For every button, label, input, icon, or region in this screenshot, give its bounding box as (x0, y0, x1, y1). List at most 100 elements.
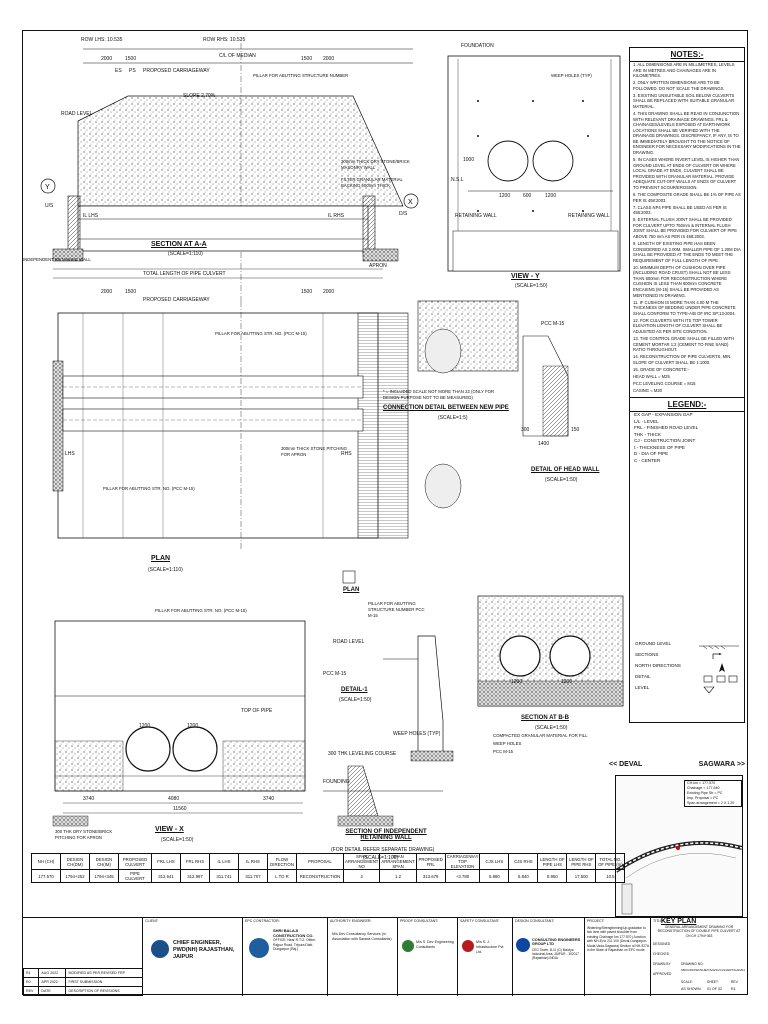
approved-label: APPROVED (653, 972, 672, 976)
revision-header-cell: DATE (38, 986, 67, 996)
legend-item: EX GAP - EXPANSION GAP (634, 412, 693, 418)
epc-label: EPC CONTRACTOR: (245, 919, 280, 923)
plan-bed: 300mm THICK STONE PITCHING FOR APRON (281, 446, 347, 457)
plan-dim-ps-right: 1500 (301, 289, 313, 295)
dim-es-right: 2000 (323, 56, 335, 62)
detail1-pillar: PILLAR FOR ABUTTING STRUCTURE NUMBER PCC… (368, 601, 425, 618)
plan-dim-carriageway: PROPOSED CARRIAGEWAY (143, 297, 210, 303)
note-item: 5. IN CASES WHERE INVERT LEVEL IS HIGHER… (633, 157, 740, 191)
symbol-detail: DETAIL (629, 674, 745, 685)
table-cell: 312.641 (151, 869, 181, 883)
designed-label: DESIGNED (653, 942, 671, 946)
note-item: 3. EXISTING UNSUITABLE SOIL BELOW CULVER… (633, 92, 735, 109)
dry-stone-label: 300mm THICK DRY STONE/BRICK MASONRY WALL (341, 159, 410, 170)
note-item: 2. ONLY WRITTEN DIMENSIONS ARE TO BE FOL… (633, 80, 725, 91)
view-x (52, 620, 306, 827)
table-cell: 5.880 (479, 869, 510, 883)
epc-office: OFFICE: Near R.T.O. Office, Rajpur Road,… (273, 938, 316, 951)
proof-name: M/s S. Dev Engineering Consultants (416, 940, 454, 949)
table-cell: 17.500 (566, 869, 597, 883)
detail1-founding: FOUNDING (323, 779, 350, 785)
revision-cell: MODIFIED AS PER REVISED FRP (65, 968, 143, 978)
table-header-cell: SPAN ARRANGEMENT NO (342, 853, 381, 870)
note-item: 12. FOR CULVERTS WITH ITS TOP TOWER ELEV… (633, 317, 723, 335)
table-header-cell: TOTAL NO. OF PIPE (m) (595, 853, 626, 870)
connection-detail (417, 300, 569, 509)
slope-label: SLOPE 2.70% (183, 93, 216, 99)
notes-list: 1. ALL DIMENSIONS ARE IN MILLIMETRES, LE… (630, 62, 744, 393)
note-item: 1. ALL DIMENSIONS ARE IN MILLIMETRES, LE… (633, 62, 735, 79)
authority-block: AUTHORITY ENGINEER: M/s Dev Consultancy … (328, 918, 398, 996)
keyplan-info-row: Imp. Proposal = PC (687, 796, 719, 800)
symbol-label: SECTIONS (635, 652, 659, 657)
plan-caption: PLAN (151, 555, 171, 562)
table-cell: 1794+252 (60, 869, 90, 883)
project-text: Widening/Strengthening/Up-gradation to t… (587, 926, 649, 953)
client-name: CHIEF ENGINEER, PWD(NH) RAJASTHAN, JAIPU… (173, 940, 235, 960)
dim-es-left: 2000 (101, 56, 113, 62)
revision-header-cell: DESCRIPTION OF REVISIONS (65, 986, 143, 996)
filter-label: FILTER GRANULAR MATERIAL BACKING 500mm T… (341, 177, 403, 188)
note-item: 15. GRADE OF CONCRETE:- (633, 366, 690, 372)
design-block: DESIGN CONSULTANT: CONSULTING ENGINEERS … (513, 918, 585, 996)
symbols-panel: GROUND LEVEL SECTIONS NORTH DIRECTIONS D… (629, 641, 745, 696)
section-bb-caption: SECTION AT B-B (521, 715, 569, 721)
drawing-title: GENERAL ARRANGEMENT DRAWING FOR RECONSTR… (657, 925, 741, 938)
head-wall-pcc: PCC M-15 (541, 321, 565, 327)
drawing-no: SBCC/DD/SK/NH927A/2211/CULVERT/GAD/01 (681, 968, 745, 972)
authority-label: AUTHORITY ENGINEER: (330, 919, 372, 923)
table-cell: 5.840 (508, 869, 539, 883)
rev-value: R1 (731, 987, 736, 991)
section-aa: Y X (40, 43, 419, 301)
detail1-scale: (SCALE=1:50) (339, 697, 372, 703)
connection-note: * = INCLUDED SCALE NOT MORE THAN 22 (ONL… (383, 389, 495, 400)
view-x-caption: VIEW - X (155, 826, 184, 833)
sbcc-logo-icon (249, 938, 269, 958)
table-header-cell: PROPOSED CULVERT (118, 853, 152, 870)
svg-text:X: X (408, 199, 413, 206)
table-cell: 2 (342, 869, 381, 883)
ds-label: D/S (399, 211, 408, 217)
note-item: HEAD WALL = M25 (633, 373, 670, 379)
plan-pillar-2: PILLAR FOR ABUTTING STR. NO. (PCC M-15) (103, 486, 195, 491)
table-header-cell: NH (CH) (31, 853, 61, 870)
section-bb-dia2: 1200 (561, 679, 573, 685)
plan-scale: (SCALE=1:110) (148, 567, 183, 573)
dim-ps-left: 1500 (125, 56, 137, 62)
keyplan-info-row: Existing Pipe Str = PC (687, 791, 723, 795)
plan-dim-es: 2000 (101, 289, 113, 295)
table-cell: 311.707 (238, 869, 268, 883)
section-bb-compact: COMPACTED GRANULAR MATERIAL FOR FILL (493, 733, 588, 738)
section-independent-wall (323, 765, 443, 827)
row-left-label: ROW LHS: 10.535 (81, 37, 123, 43)
connection-scale: (SCALE=1:5) (438, 415, 468, 421)
detail1-weep: WEEP HOLES (TYP) (393, 731, 441, 737)
note-item: 11. IF CUSHION IS MORE THAN 4.00 M THE T… (633, 299, 736, 316)
design-name: CONSULTING ENGINEERS GROUP LTD (532, 938, 581, 946)
revision-cell: APR 2022 (38, 977, 67, 987)
keyplan-title: KEY PLAN (661, 918, 697, 925)
drawing-no-label: DRAWING NO. (681, 962, 704, 966)
revision-cell: R0 (22, 977, 40, 987)
table-header-row: NH (CH)DESIGN CH(DM)DESIGN CH(IM)PROPOSE… (31, 853, 626, 870)
title-label: TITLE: (653, 919, 664, 923)
view-y-foundation: FOUNDATION (461, 43, 494, 49)
table-cell: 1.2 (379, 869, 417, 883)
centre-line-label: C/L OF MEDIAN (219, 53, 256, 59)
view-y-dia2: 1200 (545, 193, 557, 199)
legend-item: FRL - FINISHED ROAD LEVEL (634, 425, 699, 431)
table-cell: 311.741 (209, 869, 239, 883)
view-x-pitching: 300 THK DRY STONE/BRICK PITCHING FOR APR… (55, 829, 113, 840)
section-bb-weep: WEEP HOLES (493, 741, 522, 746)
keyplan-right: SAGWARA >> (698, 761, 745, 768)
table-header-cell: FRL RHS (180, 853, 210, 870)
symbol-sections: SECTIONS (629, 652, 745, 663)
legend-title: LEGEND:- (630, 397, 744, 413)
notes-title: NOTES:- (630, 48, 744, 62)
detail1-road-level: ROAD LEVEL (333, 639, 365, 645)
plan-dim-es-right: 2000 (323, 289, 335, 295)
symbol-label: GROUND LEVEL (635, 641, 671, 646)
